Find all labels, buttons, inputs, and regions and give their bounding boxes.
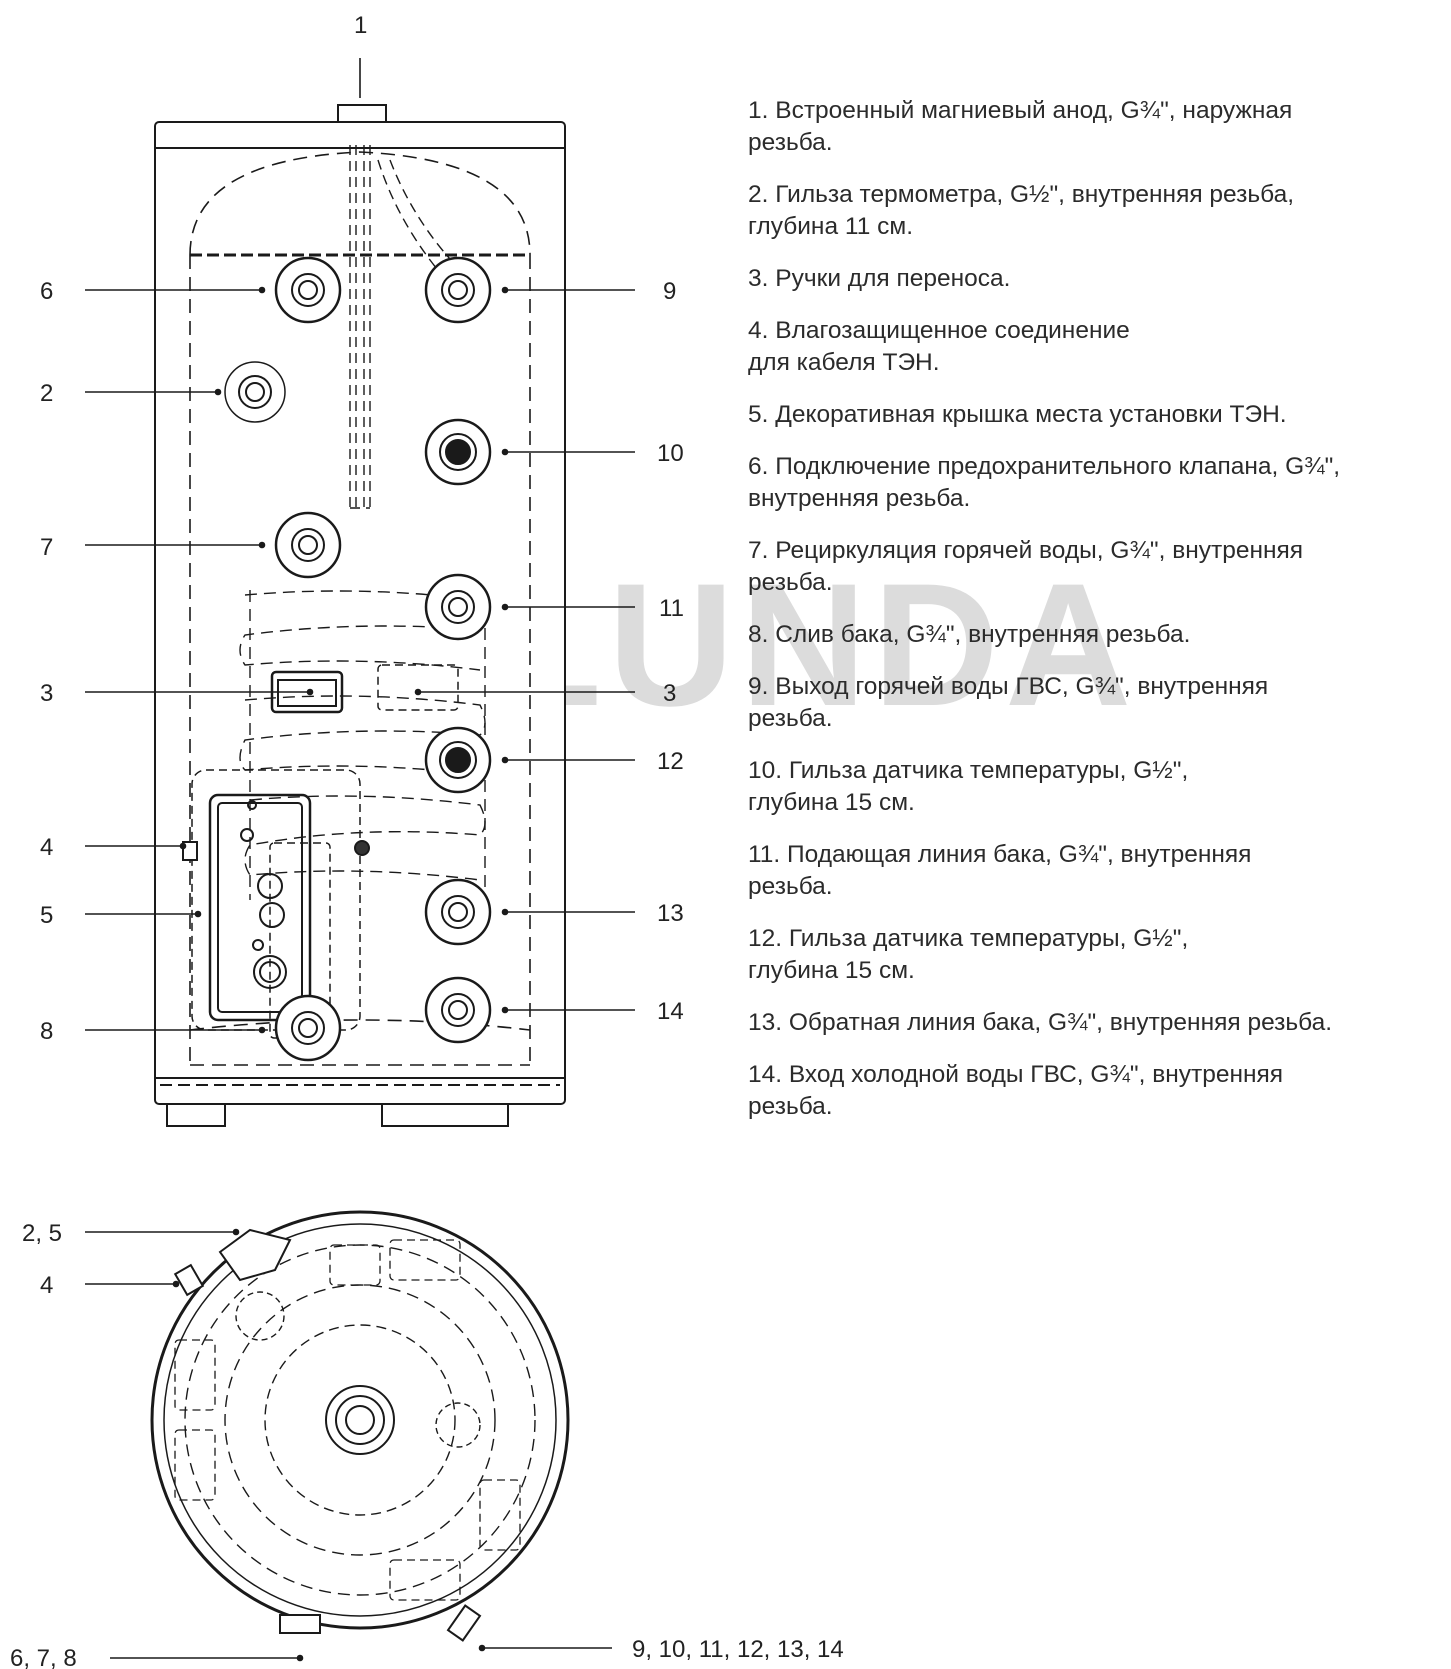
anode-cap bbox=[337, 104, 387, 124]
callout-right-3: 11 bbox=[659, 595, 684, 622]
foot-right bbox=[381, 1103, 509, 1127]
legend-item: 6. Подключение предохранительного клапан… bbox=[748, 453, 1341, 512]
legend-item: 5. Декоративная крышка места установки Т… bbox=[748, 401, 1287, 428]
legend-item: 3. Ручки для переноса. bbox=[748, 265, 1011, 292]
tank-body bbox=[154, 121, 566, 1105]
handle-right bbox=[377, 664, 459, 711]
callout-left-4: 4 bbox=[40, 834, 53, 861]
port-10 bbox=[424, 418, 492, 486]
heater-cover bbox=[208, 793, 312, 1022]
legend-item: 10. Гильза датчика температуры, G½", глу… bbox=[748, 757, 1189, 816]
legend-item: 14. Вход холодной воды ГВС, G¾", внутрен… bbox=[748, 1061, 1284, 1120]
legend-item: 7. Рециркуляция горячей воды, G¾", внутр… bbox=[748, 537, 1304, 596]
callout-left-1: 2 bbox=[40, 380, 53, 407]
legend-item: 12. Гильза датчика температуры, G½", глу… bbox=[748, 925, 1189, 984]
port-14 bbox=[424, 976, 492, 1044]
legend-item: 4. Влагозащищенное соединение для кабеля… bbox=[748, 317, 1130, 376]
top-callout-3: 9, 10, 11, 12, 13, 14 bbox=[632, 1636, 844, 1663]
port-11 bbox=[424, 573, 492, 641]
front-leader-lines bbox=[85, 58, 635, 1034]
port-13 bbox=[424, 878, 492, 946]
callout-right-1: 9 bbox=[663, 278, 676, 305]
top-callout-2: 6, 7, 8 bbox=[10, 1645, 77, 1669]
callout-right-0: 1 bbox=[354, 12, 367, 39]
legend-list: 1. Встроенный магниевый анод, G¾", наруж… bbox=[748, 95, 1438, 1143]
front-callouts: 1 6 2 7 3 4 5 8 9 10 11 3 12 13 14 bbox=[40, 12, 684, 1045]
legend-item: 13. Обратная линия бака, G¾", внутренняя… bbox=[748, 1009, 1333, 1036]
callout-left-3: 3 bbox=[40, 680, 53, 707]
top-view bbox=[150, 1210, 570, 1642]
legend-item: 2. Гильза термометра, G½", внутренняя ре… bbox=[748, 181, 1295, 240]
front-view bbox=[154, 104, 566, 1127]
callout-left-6: 8 bbox=[40, 1018, 53, 1045]
port-6 bbox=[274, 256, 342, 324]
callout-right-7: 14 bbox=[657, 998, 684, 1025]
callout-right-4: 3 bbox=[663, 680, 676, 707]
port-12 bbox=[424, 726, 492, 794]
cable-gland bbox=[182, 841, 198, 861]
callout-left-5: 5 bbox=[40, 902, 53, 929]
port-7 bbox=[274, 511, 342, 579]
legend-item: 11. Подающая линия бака, G¾", внутренняя… bbox=[748, 841, 1252, 900]
callout-left-0: 6 bbox=[40, 278, 53, 305]
legend-item: 1. Встроенный магниевый анод, G¾", наруж… bbox=[748, 97, 1293, 156]
port-2 bbox=[224, 361, 286, 423]
top-leader-lines bbox=[85, 1228, 612, 1662]
port-8 bbox=[274, 994, 342, 1062]
port-9 bbox=[424, 256, 492, 324]
callout-right-6: 13 bbox=[657, 900, 684, 927]
foot-left bbox=[166, 1103, 226, 1127]
callout-left-2: 7 bbox=[40, 534, 53, 561]
legend-item: 9. Выход горячей воды ГВС, G¾", внутренн… bbox=[748, 673, 1269, 732]
callout-right-2: 10 bbox=[657, 440, 684, 467]
top-callouts: 2, 5 4 6, 7, 8 9, 10, 11, 12, 13, 14 bbox=[10, 1220, 844, 1669]
callout-right-5: 12 bbox=[657, 748, 684, 775]
top-callout-0: 2, 5 bbox=[22, 1220, 62, 1247]
top-callout-1: 4 bbox=[40, 1272, 53, 1299]
legend-item: 8. Слив бака, G¾", внутренняя резьба. bbox=[748, 621, 1191, 648]
